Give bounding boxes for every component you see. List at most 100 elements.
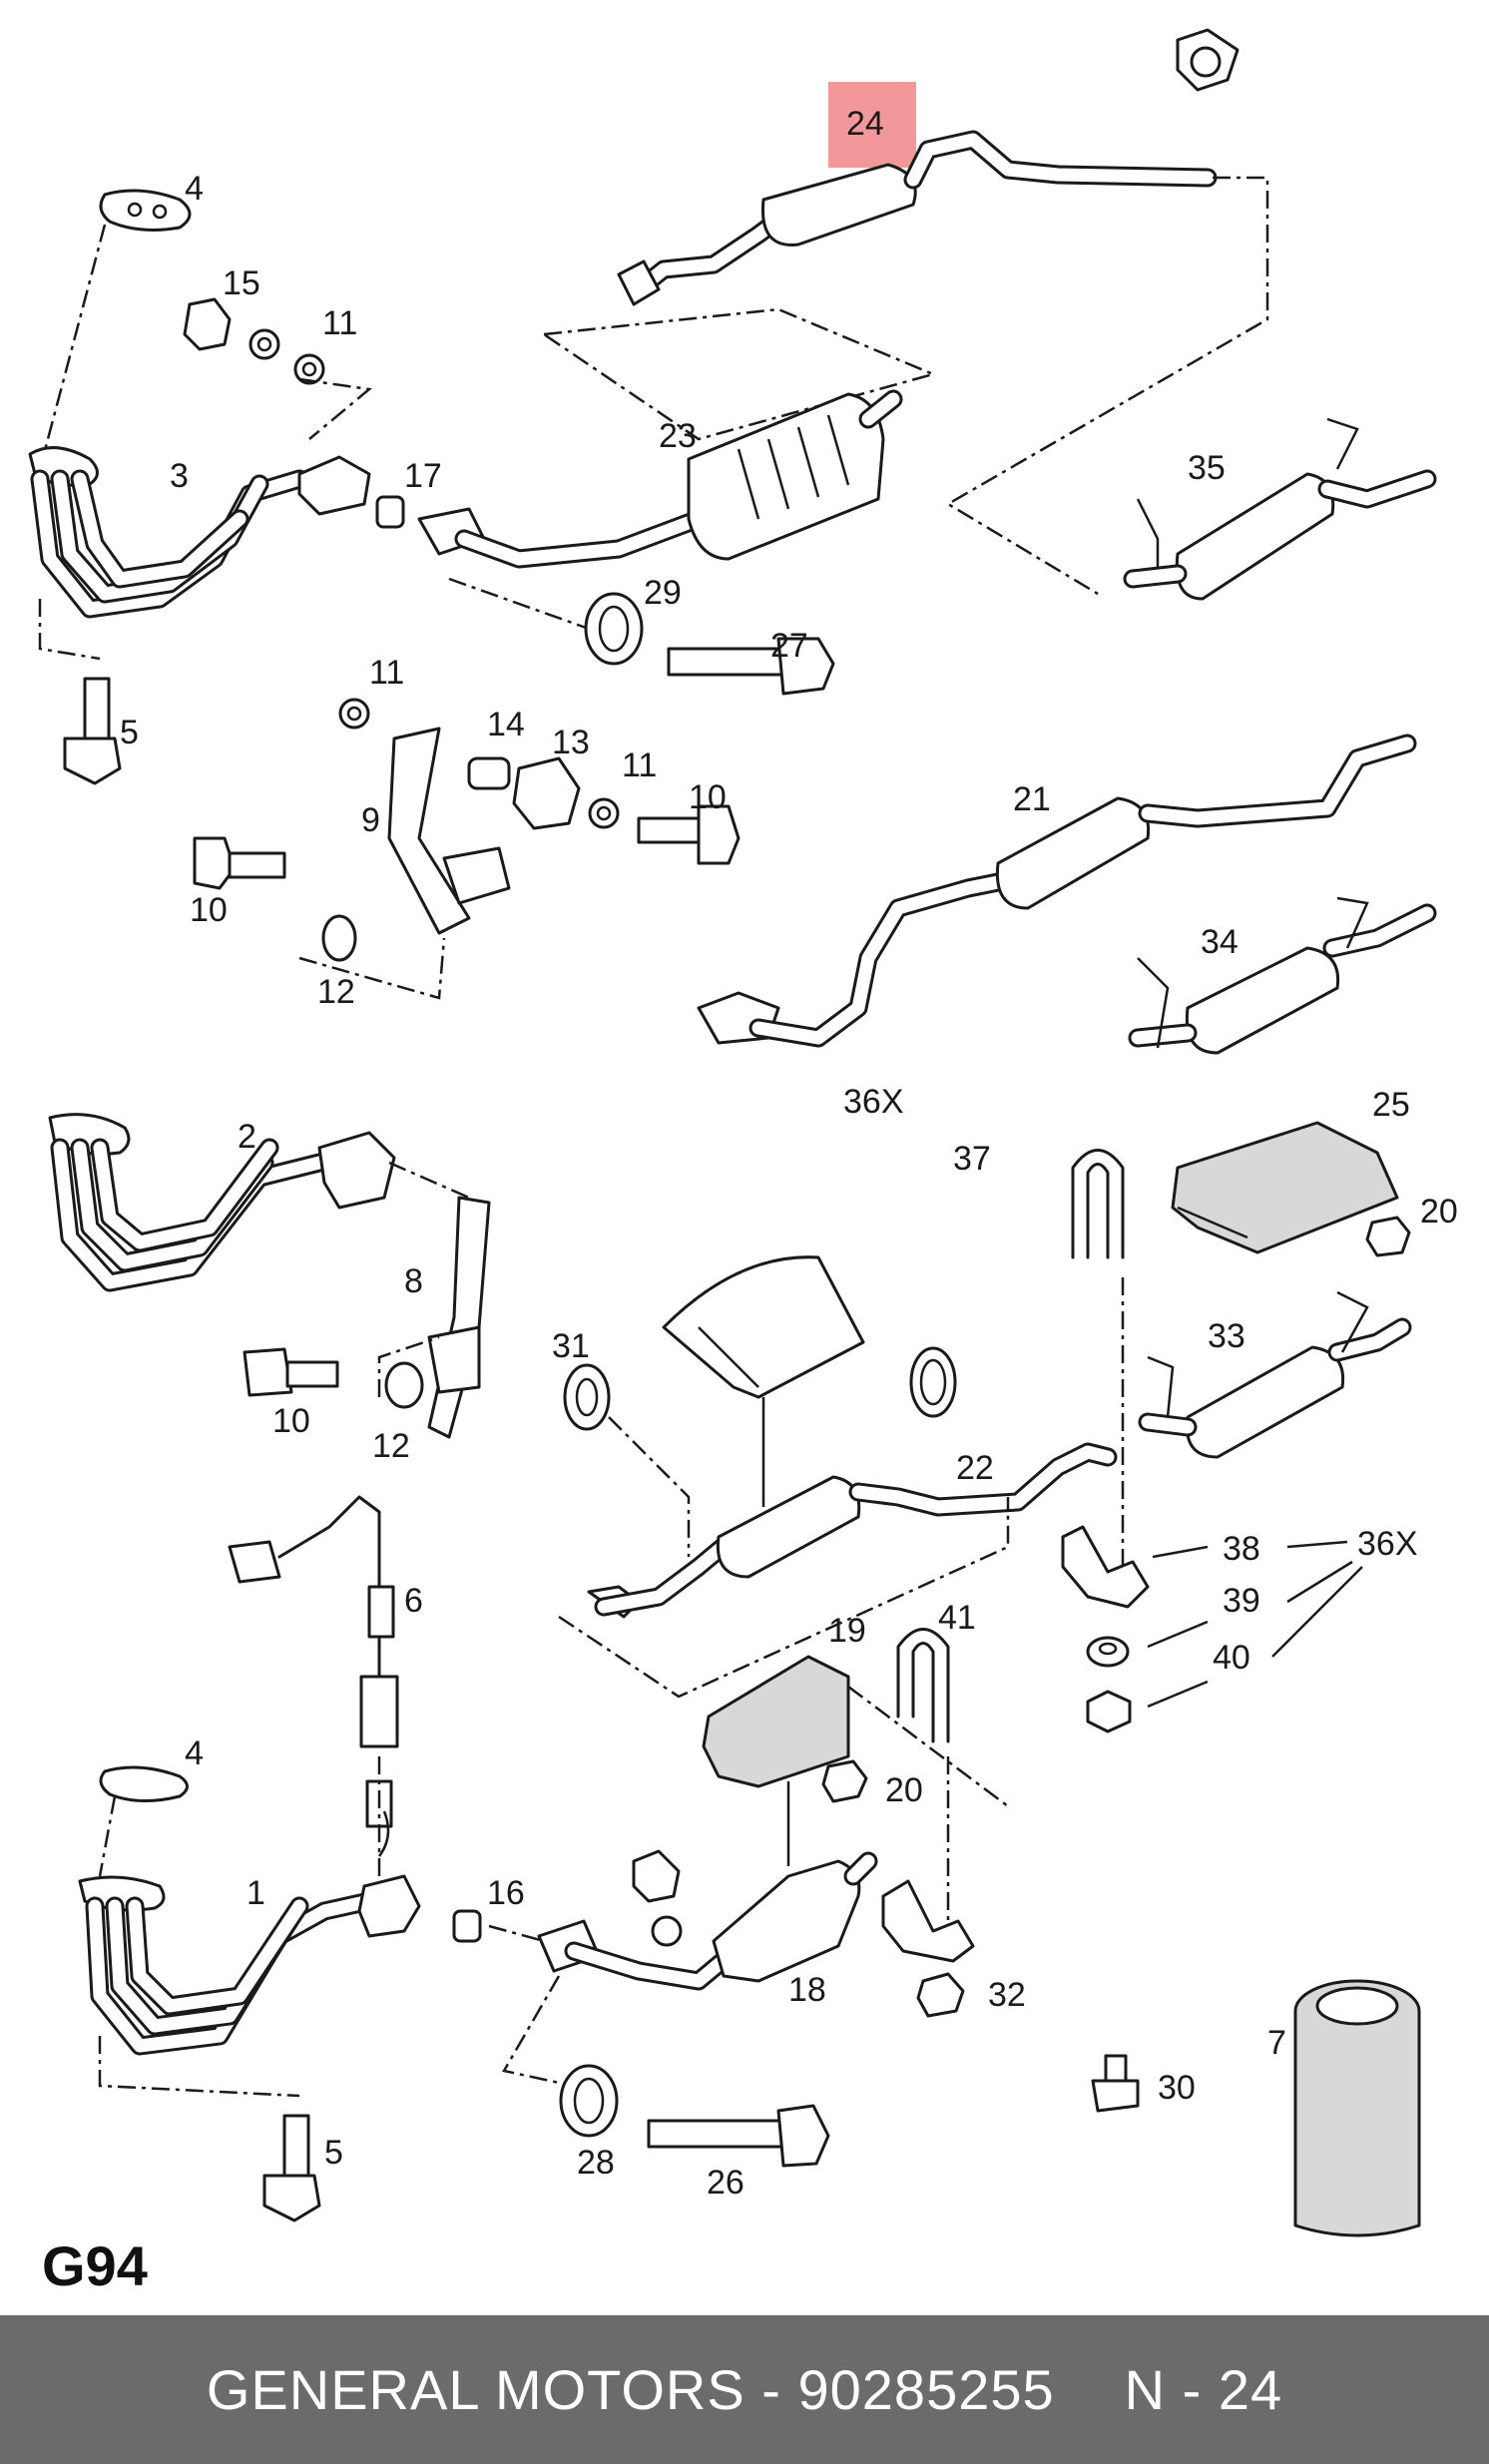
callout-20-a: 20 — [1420, 1193, 1458, 1231]
part-41-u-bolt[interactable] — [896, 1628, 950, 1743]
callout-11-c: 11 — [622, 746, 657, 784]
part-10-bolt-a[interactable] — [637, 804, 741, 865]
part-12-washer-a[interactable] — [321, 914, 357, 962]
callout-29: 29 — [644, 574, 682, 612]
part-10-bolt-c[interactable] — [243, 1347, 339, 1397]
callout-20-b: 20 — [885, 1771, 923, 1809]
part-23-center-muffler[interactable] — [687, 389, 903, 561]
callout-30: 30 — [1158, 2069, 1196, 2107]
part-11-washer-b[interactable] — [338, 698, 370, 730]
part-5-bolt-lower[interactable] — [262, 2114, 321, 2222]
callout-34: 34 — [1201, 923, 1239, 961]
callout-15: 15 — [223, 264, 260, 302]
part-26-bolt-lower[interactable] — [647, 2104, 830, 2168]
callout-27: 27 — [770, 627, 808, 665]
callout-4-lower: 4 — [185, 1734, 204, 1772]
callout-23: 23 — [659, 417, 697, 455]
callout-14: 14 — [487, 706, 525, 743]
part-31-rubber-ring[interactable] — [563, 1363, 611, 1431]
part-16-bush[interactable] — [452, 1909, 482, 1943]
callout-25: 25 — [1372, 1086, 1410, 1124]
callout-6: 6 — [404, 1582, 423, 1620]
callout-18: 18 — [788, 1971, 826, 2009]
part-13-rubber-mount[interactable] — [512, 756, 581, 830]
part-37-u-bolt[interactable] — [1071, 1149, 1125, 1259]
footer-banner: GENERAL MOTORS - 90285255 N - 24 — [0, 2315, 1489, 2464]
callout-28: 28 — [577, 2144, 615, 2182]
callout-4-upper: 4 — [185, 170, 204, 208]
part-clamp-lower[interactable] — [881, 1879, 975, 1963]
part-10-bolt-b[interactable] — [193, 836, 286, 890]
part-shield-center[interactable] — [662, 1255, 865, 1399]
callout-31: 31 — [552, 1327, 590, 1365]
callout-12-b: 12 — [372, 1427, 410, 1465]
callout-11-b: 11 — [369, 654, 404, 692]
part-11-washer-c[interactable] — [588, 797, 620, 829]
part-2-front-pipe[interactable] — [48, 1113, 396, 1292]
part-6-oxygen-sensor[interactable] — [228, 1495, 399, 1828]
callout-21: 21 — [1013, 780, 1051, 818]
callout-7: 7 — [1267, 2024, 1286, 2062]
part-clamp-top[interactable] — [1176, 28, 1240, 92]
part-rubber-mount-lower[interactable] — [632, 1849, 683, 1947]
part-21-rear-silencer[interactable] — [697, 734, 1417, 1048]
callout-22: 22 — [956, 1449, 994, 1487]
part-connector-pipe[interactable] — [417, 507, 709, 569]
callout-5-lower: 5 — [324, 2134, 343, 2172]
part-22-middle-silencer[interactable] — [587, 1442, 1118, 1619]
callout-9: 9 — [361, 801, 380, 839]
callout-19: 19 — [828, 1612, 866, 1650]
callout-13: 13 — [552, 724, 590, 761]
part-8-bracket[interactable] — [427, 1196, 491, 1439]
part-34-rear-muffler[interactable] — [1128, 896, 1437, 1055]
part-7-sealant-can[interactable] — [1293, 1979, 1421, 2237]
part-35-rear-muffler[interactable] — [1123, 417, 1437, 601]
callout-10-c: 10 — [272, 1402, 310, 1440]
part-30-plug[interactable] — [1091, 2054, 1140, 2113]
part-4-gasket-upper[interactable] — [99, 189, 192, 232]
part-18-catalytic-converter[interactable] — [537, 1851, 878, 1991]
callout-11-a: 11 — [322, 304, 357, 342]
callout-24: 24 — [846, 105, 884, 143]
callout-36x-a: 36X — [843, 1083, 904, 1121]
callout-17: 17 — [404, 457, 442, 495]
callout-10-b: 10 — [190, 891, 228, 929]
part-seal-ring[interactable] — [909, 1346, 957, 1418]
callout-12-a: 12 — [317, 973, 355, 1011]
callout-37: 37 — [953, 1140, 991, 1178]
part-heat-shield-19[interactable] — [702, 1655, 850, 1788]
callout-35: 35 — [1188, 449, 1226, 487]
part-33-rear-muffler[interactable] — [1138, 1290, 1412, 1459]
part-20-nut-b[interactable] — [821, 1759, 868, 1803]
part-39-washer[interactable] — [1086, 1636, 1130, 1668]
part-40-nut[interactable] — [1086, 1690, 1132, 1733]
part-25-heat-shield[interactable] — [1171, 1121, 1399, 1254]
part-11-washer-a[interactable] — [248, 328, 325, 385]
callout-8: 8 — [404, 1262, 423, 1300]
part-14-bush[interactable] — [467, 756, 511, 790]
diagram-code: G94 — [42, 2234, 148, 2297]
callout-38: 38 — [1223, 1530, 1260, 1568]
callout-10-a: 10 — [689, 778, 727, 816]
callout-41: 41 — [938, 1599, 976, 1637]
part-20-nut-a[interactable] — [1365, 1216, 1411, 1257]
part-24-rear-muffler[interactable] — [617, 130, 1218, 306]
part-32-nut[interactable] — [916, 1972, 965, 2018]
part-17-bush[interactable] — [375, 495, 405, 529]
part-38-clamp-half[interactable] — [1061, 1525, 1150, 1609]
callout-2: 2 — [238, 1118, 256, 1156]
part-29-rubber-bush-upper[interactable] — [584, 592, 644, 666]
part-15-bush[interactable] — [183, 297, 232, 351]
part-5-bolt-upper[interactable] — [63, 677, 122, 785]
part-3-front-pipe[interactable] — [28, 446, 371, 619]
part-27-bolt-upper[interactable] — [667, 637, 835, 696]
part-9-bracket[interactable] — [387, 727, 511, 935]
callout-5-upper: 5 — [120, 714, 139, 751]
callout-1: 1 — [247, 1874, 265, 1912]
highlight-box-24 — [828, 82, 916, 168]
part-1-front-pipe[interactable] — [78, 1874, 421, 2056]
part-4-gasket-lower[interactable] — [99, 1765, 189, 1803]
callout-40: 40 — [1213, 1639, 1250, 1677]
part-28-rubber-bush-lower[interactable] — [559, 2064, 619, 2138]
part-12-washer-b[interactable] — [384, 1361, 424, 1409]
